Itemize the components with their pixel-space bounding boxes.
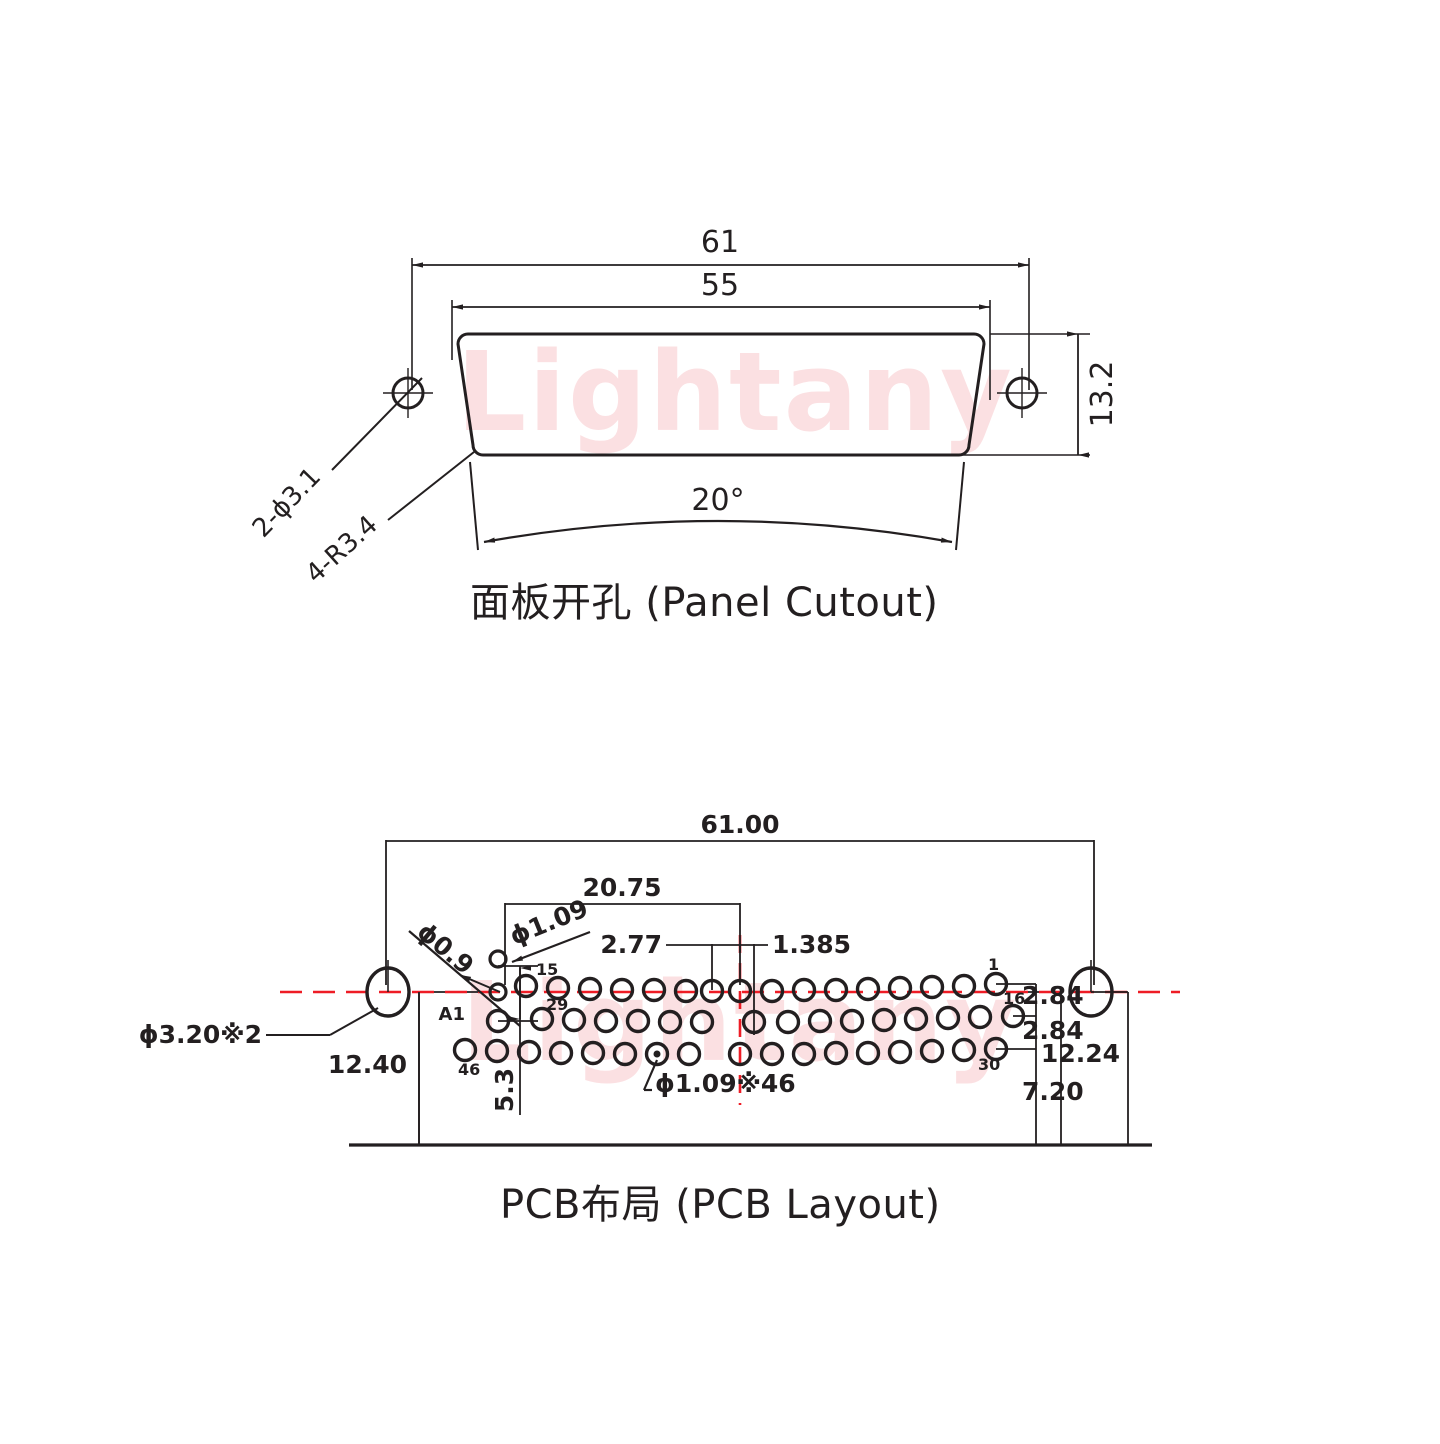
pcb-dim-label-overall-width: 61.00 — [700, 810, 779, 839]
pcb-note-label-mount-hole: ϕ3.20※2 — [139, 1020, 262, 1049]
pin-row-bottom — [452, 1036, 1009, 1067]
pcb-layout-caption: PCB布局 (PCB Layout) — [500, 1182, 941, 1228]
note-label-signal-hole: ϕ1.09 — [506, 893, 593, 950]
pin-label-a1: A1 — [439, 1004, 465, 1025]
pcb-dim-label-left-offset: 12.40 — [328, 1050, 407, 1079]
dim-label-cutout-width: 55 — [701, 268, 739, 303]
pcb-dim-left-offset: 12.40 — [328, 992, 420, 1145]
pcb-dim-label-row-spacing-2: 2.84 — [1022, 1016, 1084, 1045]
pcb-dim-row-spacing: 2.84 2.84 7.20 — [996, 981, 1084, 1145]
pcb-dim-label-pitch: 2.77 — [600, 930, 662, 959]
dim-label-height: 13.2 — [1085, 361, 1120, 428]
pcb-dim-label-half-pitch: 1.385 — [772, 930, 851, 959]
pcb-dim-power-pin-offset: 5.3 — [490, 965, 538, 1115]
pin-row-top — [513, 971, 1009, 1004]
pcb-dim-label-power-pin-offset: 5.3 — [490, 1068, 519, 1112]
svg-text:Lightany: Lightany — [456, 328, 1014, 456]
watermark-panel: Lightany — [456, 328, 1014, 456]
dim-label-overall-width: 61 — [701, 225, 739, 260]
pcb-dim-half-pitch: 1.385 — [740, 930, 851, 1035]
pcb-dim-label-right-offset: 12.24 — [1041, 1039, 1120, 1068]
dim-label-angle: 20° — [691, 483, 744, 518]
mounting-hole-right — [997, 368, 1047, 418]
pin-label-29: 29 — [546, 995, 568, 1014]
pcb-dim-pitch: 2.77 — [600, 930, 741, 990]
dim-overall-61: 61 — [411, 225, 1030, 390]
pin-label-16: 16 — [1003, 989, 1025, 1008]
pin-label-15: 15 — [536, 960, 558, 979]
pcb-dim-right-offset: 12.24 — [1041, 991, 1129, 1145]
cutout-outline — [456, 332, 986, 457]
note-corner-radius: 4-R3.4 — [300, 451, 475, 589]
dim-height-13-2: 13.2 — [960, 331, 1120, 458]
note-signal-hole-qty: ϕ1.09※46 — [642, 1050, 796, 1098]
dim-cutout-55: 55 — [451, 268, 991, 400]
pin-label-30: 30 — [978, 1055, 1000, 1074]
panel-cutout-caption: 面板开孔 (Panel Cutout) — [470, 580, 939, 626]
pcb-dim-overall-61: 61.00 — [385, 810, 1095, 985]
angle-annotation-20deg: 20° — [469, 461, 965, 551]
note-label-corner-radius: 4-R3.4 — [300, 510, 383, 589]
pcb-mount-hole-left: ϕ3.20※2 — [139, 960, 411, 1049]
pcb-layout-drawing: 61.00 ϕ3.20※2 — [139, 810, 1180, 1147]
note-label-signal-hole-qty: ϕ1.09※46 — [655, 1069, 796, 1098]
pin-row-middle — [529, 1003, 1026, 1035]
pcb-dim-label-row-spacing-1: 2.84 — [1022, 981, 1084, 1010]
pin-label-46: 46 — [458, 1060, 480, 1079]
pin-label-1: 1 — [988, 955, 999, 974]
note-label-mounting-holes: 2-ϕ3.1 — [247, 462, 327, 544]
pcb-dim-pin-span: 20.75 — [504, 873, 741, 985]
pcb-dim-label-bottom-offset: 7.20 — [1022, 1077, 1084, 1106]
pcb-dim-label-pin-span: 20.75 — [582, 873, 661, 902]
